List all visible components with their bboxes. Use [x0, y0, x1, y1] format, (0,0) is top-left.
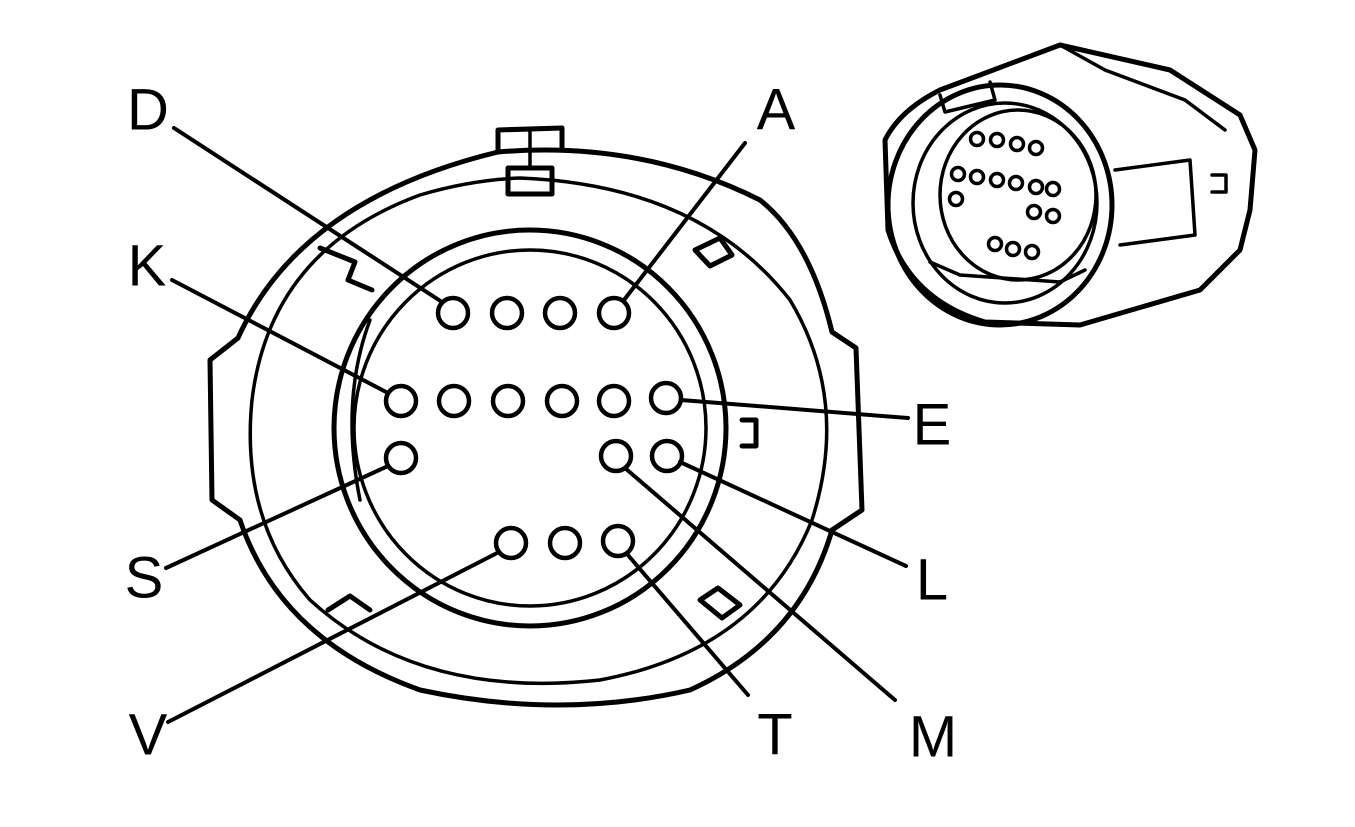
iso-latch-top	[938, 80, 997, 114]
label-K: K	[128, 234, 167, 299]
leader-S	[164, 464, 390, 570]
pin-labels: D A K E S L V T M	[125, 78, 958, 770]
insert-ring-inner	[352, 248, 708, 608]
pin-L	[649, 438, 685, 474]
pin-E	[648, 380, 684, 416]
pin-F	[596, 383, 632, 419]
leader-L	[678, 460, 908, 568]
iso-pin	[988, 131, 1006, 149]
iso-rail-top	[1058, 43, 1227, 132]
label-T: T	[757, 703, 792, 768]
iso-pin	[1023, 243, 1041, 261]
iso-pin	[1025, 203, 1043, 221]
iso-pin	[1027, 139, 1045, 157]
insert-ring-lip	[350, 318, 372, 502]
iso-pin	[968, 130, 986, 148]
leader-E	[679, 398, 910, 420]
label-E: E	[913, 393, 952, 458]
leader-V	[166, 550, 501, 724]
pin-U	[547, 525, 583, 561]
pin-H	[490, 383, 526, 419]
label-S: S	[125, 546, 164, 611]
outer-shell	[207, 147, 865, 708]
pin-A	[596, 295, 632, 331]
iso-latch-right	[1113, 158, 1197, 247]
iso-pin	[949, 165, 967, 183]
pin-S	[383, 440, 419, 476]
iso-pin	[1004, 240, 1022, 258]
main-pins	[383, 295, 685, 561]
leader-D	[172, 126, 444, 304]
label-L: L	[916, 548, 948, 613]
pin-G	[544, 383, 580, 419]
pin-D	[435, 295, 471, 331]
iso-front-rim	[885, 82, 1115, 328]
label-V: V	[129, 703, 168, 768]
pin-B	[542, 295, 578, 331]
iso-pin	[986, 235, 1004, 253]
leader-T	[625, 552, 750, 697]
iso-tab	[1210, 173, 1228, 194]
leader-M	[623, 466, 897, 702]
iso-pin	[988, 171, 1006, 189]
iso-pin	[1008, 135, 1026, 153]
connector-face	[207, 125, 865, 708]
leader-lines	[164, 126, 910, 724]
iso-pin	[947, 190, 965, 208]
leader-K	[170, 278, 390, 395]
label-D: D	[127, 78, 169, 143]
iso-pin	[1044, 207, 1062, 225]
notch-top-left	[317, 245, 375, 293]
pin-T	[600, 523, 636, 559]
pin-C	[489, 295, 525, 331]
iso-pin	[1027, 178, 1045, 196]
notch-bottom-left	[325, 593, 373, 613]
pin-V	[493, 525, 529, 561]
pin-K	[383, 383, 419, 419]
insert-ring-outer	[331, 227, 729, 629]
label-M: M	[909, 705, 957, 770]
pin-J	[436, 383, 472, 419]
pin-M	[598, 438, 634, 474]
leader-A	[622, 141, 747, 302]
iso-pin	[968, 168, 986, 186]
iso-rail-bottom	[928, 260, 1087, 284]
inner-shell	[248, 176, 829, 686]
notch-right	[739, 417, 759, 449]
notch-bottom-right	[697, 585, 743, 621]
notch-top-right	[692, 235, 735, 269]
iso-pin	[1007, 174, 1025, 192]
label-A: A	[757, 78, 796, 143]
iso-pin	[1044, 180, 1062, 198]
connector-isometric	[882, 42, 1258, 328]
